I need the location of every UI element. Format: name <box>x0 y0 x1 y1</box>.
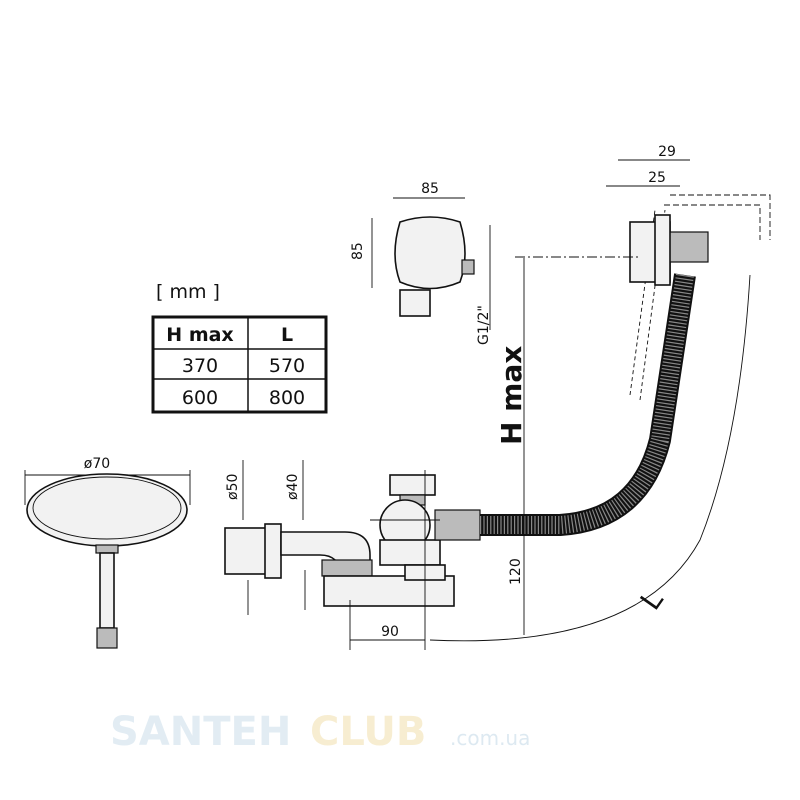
watermark-part2: CLUB <box>310 709 426 755</box>
length-label: L <box>634 584 670 616</box>
table-cell: 570 <box>269 355 305 377</box>
trap-offset-label: 90 <box>381 624 399 640</box>
overflow-height-label: 85 <box>350 242 366 260</box>
stopper-diameter-label: ø70 <box>84 456 110 472</box>
overflow-detail: 85 85 G1/2" <box>350 181 492 345</box>
outlet-d50-label: ø50 <box>225 474 241 500</box>
size-table: H max L 370 570 600 800 <box>151 315 328 414</box>
table-header-l: L <box>281 324 293 346</box>
h-max-label: H max <box>495 346 528 445</box>
overflow-head: 29 25 <box>606 144 771 286</box>
thread-label: G1/2" <box>476 305 492 345</box>
watermark-part1: SANTEH <box>110 709 291 755</box>
table-header-hmax: H max <box>166 324 233 346</box>
watermark-part3: .com.ua <box>450 726 530 750</box>
dim-25-label: 25 <box>648 170 666 186</box>
main-dimensions: H max 120 90 L <box>349 256 751 650</box>
outlet-pipe: ø50 ø40 <box>224 460 455 615</box>
outlet-d40-label: ø40 <box>285 474 301 500</box>
trap-height-label: 120 <box>508 558 524 585</box>
trap-body <box>370 474 481 581</box>
overflow-width-label: 85 <box>421 181 439 197</box>
table-cell: 600 <box>182 387 218 409</box>
table-cell: 800 <box>269 387 305 409</box>
dim-29-label: 29 <box>658 144 676 160</box>
units-label: [ mm ] <box>156 281 220 303</box>
stopper-drawing: ø70 <box>24 456 191 649</box>
table-cell: 370 <box>182 355 218 377</box>
watermark: SANTEH CLUB .com.ua <box>110 709 530 755</box>
